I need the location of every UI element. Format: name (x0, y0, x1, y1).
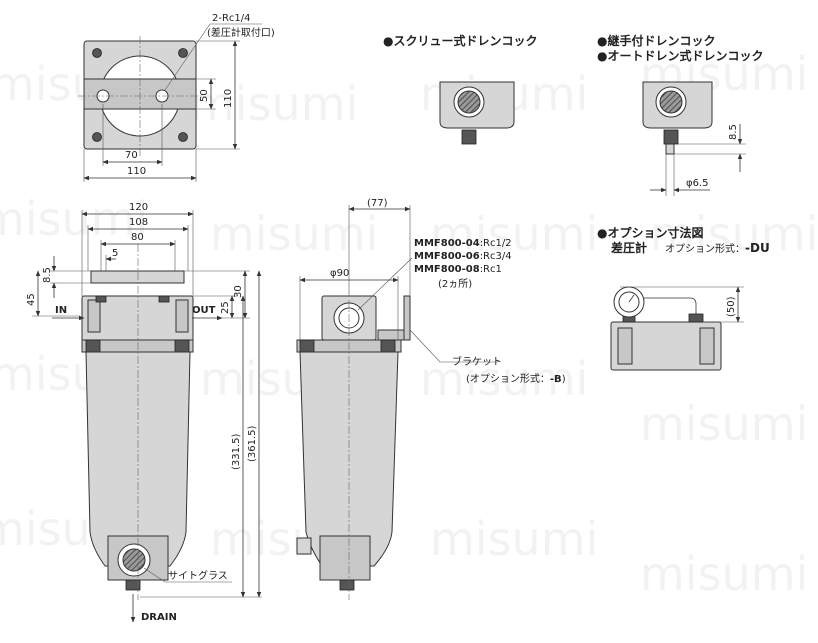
drain-cock (125, 579, 141, 591)
joint-cock-heading: ●継手付ドレンコック (597, 33, 715, 48)
dim-5: 5 (112, 248, 118, 259)
top-view: 2-Rc1/4 (差圧計取付口) 70 110 50 110 (78, 13, 275, 182)
bolt-hole (178, 132, 188, 142)
drain-label: DRAIN (141, 612, 177, 623)
svg-text:misumi: misumi (430, 207, 598, 261)
auto-drain-heading: ●オートドレン式ドレンコック (597, 48, 763, 63)
svg-text:misumi: misumi (650, 207, 818, 261)
option-gauge-detail: ●オプション寸法図 差圧計 オプション形式：-DU (50) (597, 225, 770, 371)
svg-text:misumi: misumi (420, 352, 588, 406)
sight-glass-label: サイトグラス (168, 569, 228, 582)
screw-cock-heading: ●スクリュー式ドレンコック (383, 33, 537, 48)
dim-331-5: (331.5) (231, 433, 242, 470)
dim-108: 108 (129, 217, 148, 228)
side-drain-cock (339, 579, 355, 591)
dim-77: (77) (367, 198, 388, 209)
port-label: 2-Rc1/4 (212, 13, 251, 24)
in-label: IN (55, 305, 67, 316)
out-label: OUT (192, 305, 216, 316)
gauge-tube (644, 297, 697, 316)
svg-text:misumi: misumi (0, 192, 148, 246)
dim-361-5: (361.5) (247, 425, 258, 462)
svg-text:misumi: misumi (430, 512, 598, 566)
bracket-label: ブラケット (452, 355, 502, 368)
dim-45: 45 (26, 293, 37, 306)
bracket-option: (オプション形式：-B) (466, 372, 566, 385)
dim-25: 25 (220, 301, 231, 314)
side-sight-boss (296, 537, 312, 555)
joint-drain-cock-detail: ●継手付ドレンコック ●オートドレン式ドレンコック 8.5 φ6.5 (597, 33, 763, 196)
side-bracket (403, 295, 411, 341)
dim-50: 50 (199, 89, 210, 102)
front-view: 120 108 80 5 8.5 45 IN OUT 30 25 (26, 202, 262, 623)
dim-110-v: 110 (223, 89, 234, 108)
dim-8-5-joint: 8.5 (728, 124, 739, 140)
dim-110-h: 110 (127, 166, 146, 177)
side-view: (77) φ90 MMF800-04:Rc1/2 MMF800-06:Rc3/4… (296, 198, 566, 600)
svg-text:misumi: misumi (210, 207, 378, 261)
dim-8-5: 8.5 (42, 267, 53, 283)
svg-text:misumi: misumi (640, 397, 808, 451)
model-line-3: MMF800-08:Rc1 (414, 264, 502, 275)
joint-cock-fitting (665, 143, 675, 155)
dim-120: 120 (129, 202, 148, 213)
dim-50-option: (50) (726, 296, 737, 317)
svg-text:misumi: misumi (190, 77, 358, 131)
sight-glass-window (122, 548, 146, 572)
dim-70: 70 (125, 150, 138, 161)
option-subheading: 差圧計 (610, 240, 647, 255)
joint-cock-sight-glass (659, 90, 683, 114)
two-places: (2ヵ所) (438, 278, 472, 290)
screw-cock-sight-glass (457, 90, 481, 114)
dim-phi6-5: φ6.5 (686, 178, 709, 189)
svg-text:misumi: misumi (640, 547, 808, 601)
bolt-hole (92, 48, 102, 58)
option-head (610, 321, 722, 371)
dim-30: 30 (233, 285, 244, 298)
dim-80: 80 (131, 232, 144, 243)
port-boss-right (175, 299, 189, 333)
dim-phi90: φ90 (330, 268, 349, 279)
port-boss-left (87, 299, 101, 333)
port-note: (差圧計取付口) (207, 26, 275, 39)
side-bowl-bottom (319, 535, 371, 581)
front-bracket (90, 270, 185, 284)
model-line-1: MMF800-04:Rc1/2 (414, 238, 512, 249)
bolt-hole (92, 132, 102, 142)
model-list: MMF800-04:Rc1/2 MMF800-06:Rc3/4 MMF800-0… (414, 238, 512, 290)
joint-cock-drain (663, 129, 679, 145)
screw-cock-drain (461, 129, 477, 145)
model-line-2: MMF800-06:Rc3/4 (414, 251, 512, 262)
screw-drain-cock-detail: ●スクリュー式ドレンコック (383, 33, 537, 145)
option-form: オプション形式：-DU (665, 241, 770, 255)
bolt-hole (178, 48, 188, 58)
option-heading: ●オプション寸法図 (597, 225, 703, 240)
